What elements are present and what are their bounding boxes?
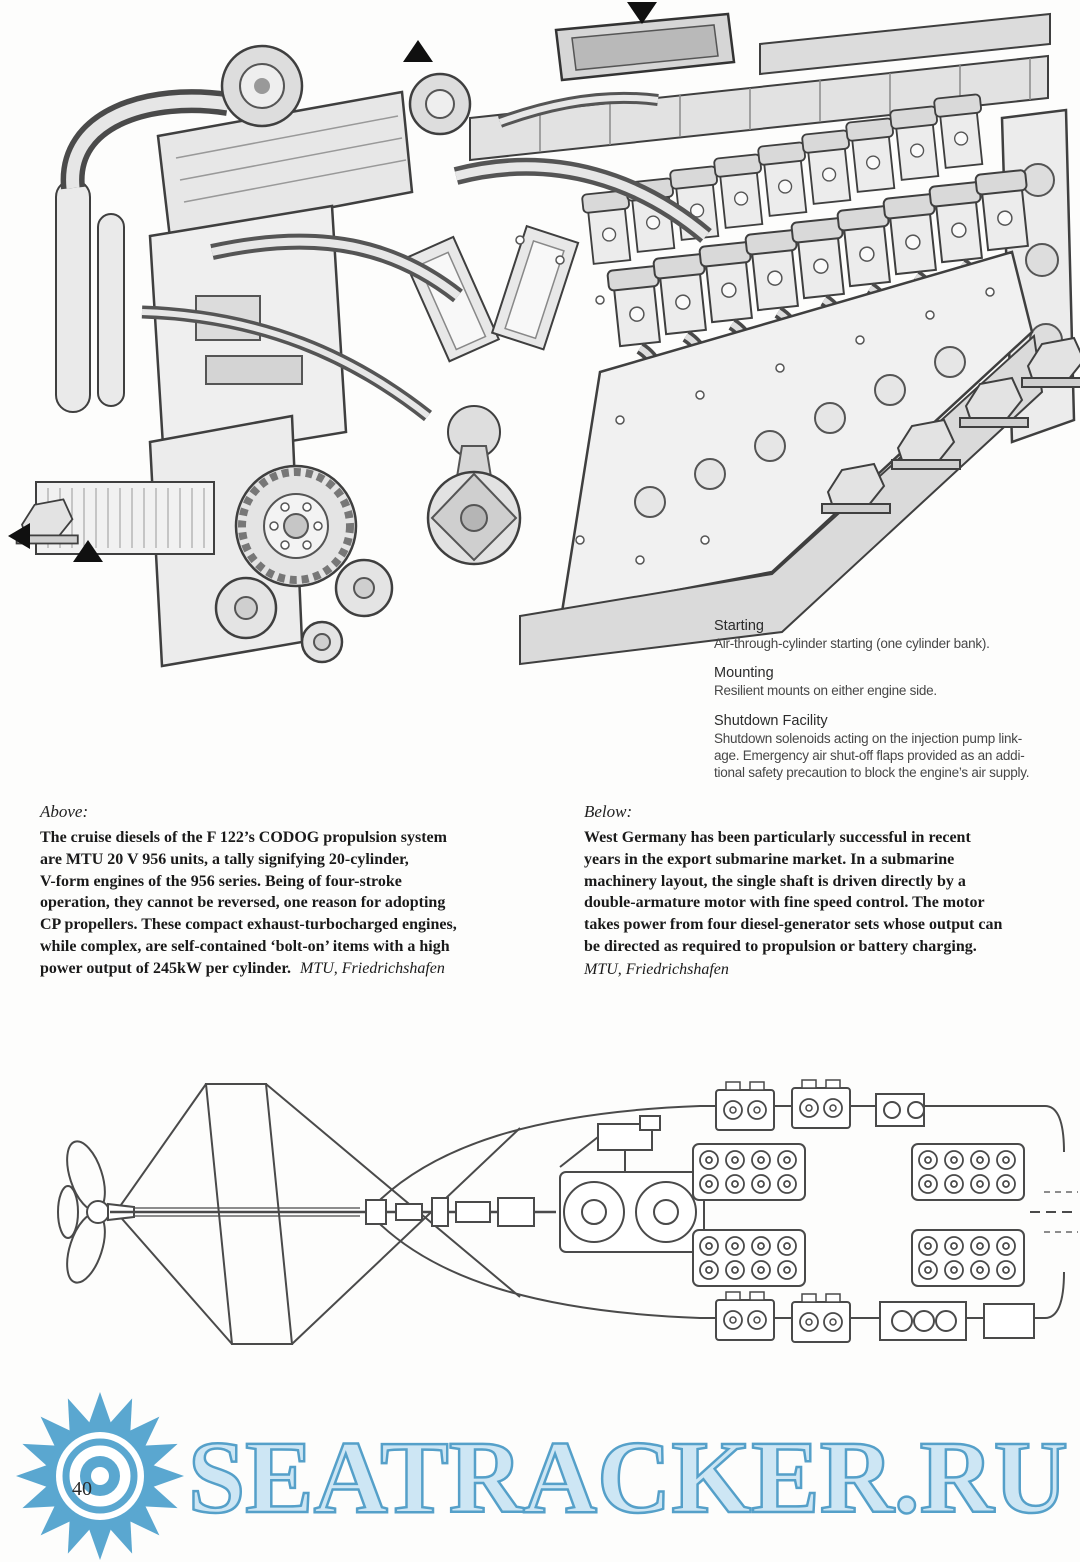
below-body: West Germany has been particularly succe… [584,827,1076,958]
caption-title: Shutdown Facility [714,712,828,729]
watermark-text: SEATRACKER.RU [188,1420,1068,1535]
below-text-block: Below: West Germany has been particularl… [584,802,1076,979]
above-credit: MTU, Friedrichshafen [300,959,445,977]
auxiliary-racks [715,1079,851,1343]
above-label: Above: [40,802,89,821]
caption-body: Shutdown solenoids acting on the injecti… [714,730,1030,781]
caption-shutdown-facility: Shutdown Facility Shutdown solenoids act… [714,713,1080,782]
caption-starting: Starting Air-through-cylinder starting (… [714,618,1080,652]
engine-caption-list: Starting Air-through-cylinder starting (… [714,618,1080,794]
diesel-generator-sets [692,1143,1025,1287]
caption-body: Resilient mounts on either engine side. [714,683,937,699]
watermark-banner: SEATRACKER.RU [16,1392,1069,1560]
caption-body: Air-through-cylinder starting (one cylin… [714,636,990,651]
engine-cutaway-illustration [8,2,1080,668]
submarine-machinery-layout-illustration [57,1079,1078,1345]
below-body-text: West Germany has been particularly succe… [584,829,1003,955]
caption-title: Mounting [714,665,774,682]
page-number: 40 [72,1478,92,1500]
caption-mounting: Mounting Resilient mounts on either engi… [714,665,1080,699]
above-text-block: Above: The cruise diesels of the F 122’s… [40,802,565,979]
below-credit: MTU, Friedrichshafen [584,960,729,978]
caption-title: Starting [714,618,764,634]
sun-logo-icon [16,1392,184,1560]
above-body: The cruise diesels of the F 122’s CODOG … [40,827,565,979]
above-body-text: The cruise diesels of the F 122’s CODOG … [40,829,457,977]
below-label: Below: [584,802,633,821]
